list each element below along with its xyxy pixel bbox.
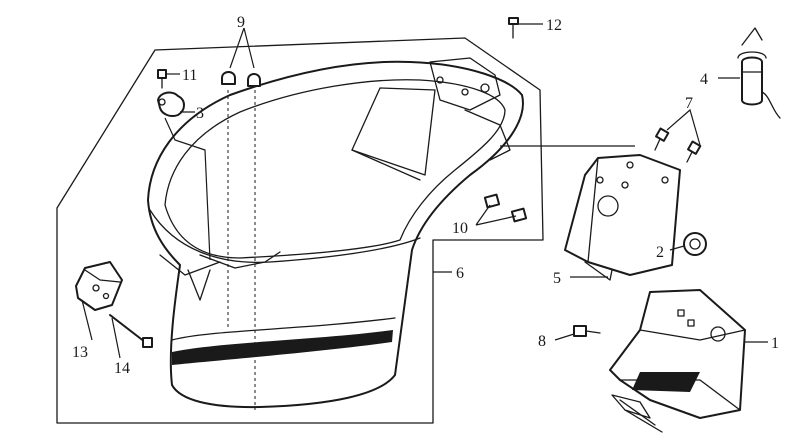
callout-2: 2 [656,244,664,261]
glove-box-1 [609,289,746,433]
nut-9-left [221,71,236,85]
callout-10: 10 [452,220,468,237]
bolt-7-a [654,127,670,151]
helmet-box [147,57,524,410]
callout-7: 7 [685,95,693,112]
bolt-11 [157,69,167,89]
leader-8 [554,333,575,341]
leader-9 [229,27,255,69]
leader-7 [666,108,701,146]
clip-3 [157,91,185,118]
leader-10 [475,204,517,226]
callout-13: 13 [72,344,88,361]
bolt-12 [508,17,519,39]
lock-4 [737,27,781,119]
assembly-frame [56,37,544,424]
bolt-7-b [686,140,702,163]
bolt-14 [109,314,153,348]
callout-9: 9 [237,14,245,31]
hook-13 [75,261,123,311]
nut-9-right [247,73,261,87]
callout-4: 4 [700,71,708,88]
callout-12: 12 [546,17,562,34]
callout-6: 6 [456,265,464,282]
callout-5: 5 [553,270,561,287]
leader-3 [164,111,211,261]
callout-3: 3 [196,105,204,122]
callout-11: 11 [182,67,197,84]
nut-10-b [510,207,528,223]
inner-cover-5 [564,154,681,281]
screw-8 [573,325,601,337]
callout-1: 1 [771,335,779,352]
callout-8: 8 [538,333,546,350]
callout-14: 14 [114,360,130,377]
leader-13 [81,299,93,341]
grommet-2 [683,232,707,256]
leader-2 [669,245,685,251]
nut-10-a [483,193,501,209]
leader-14 [111,317,121,359]
